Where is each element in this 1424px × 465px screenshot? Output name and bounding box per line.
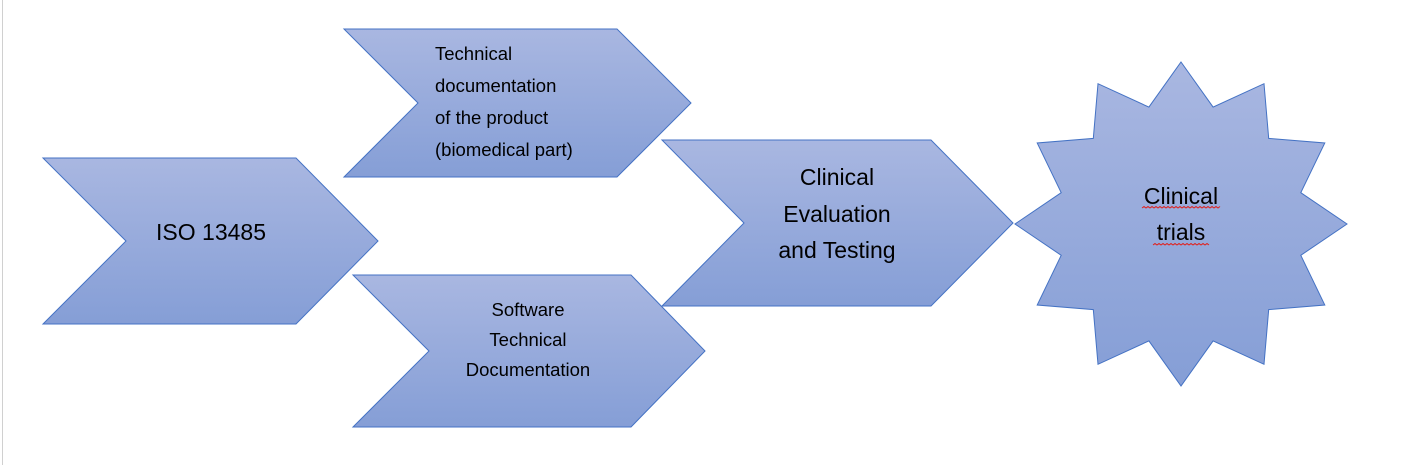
- tech-doc-line-1: Technical: [435, 43, 512, 64]
- clinical-evaluation-chevron[interactable]: Clinical Evaluation and Testing: [660, 139, 1014, 307]
- clinical-trials-star[interactable]: Clinical trials: [1014, 61, 1348, 387]
- clinical-trials-line-2: trials: [1157, 219, 1206, 245]
- clinical-eval-line-1: Clinical: [800, 164, 874, 190]
- tech-doc-line-2: documentation: [435, 75, 556, 96]
- software-doc-line-3: Documentation: [466, 359, 590, 380]
- tech-doc-line-3: of the product: [435, 107, 548, 128]
- spellcheck-underline: [1141, 205, 1221, 209]
- clinical-eval-line-2: Evaluation: [783, 201, 890, 227]
- clinical-eval-line-3: and Testing: [778, 237, 895, 263]
- software-documentation-chevron[interactable]: Software Technical Documentation: [351, 274, 706, 428]
- software-doc-line-2: Technical: [489, 329, 566, 350]
- technical-documentation-chevron[interactable]: Technical documentation of the product (…: [342, 28, 692, 178]
- page-edge-divider: [2, 0, 3, 465]
- iso-13485-chevron[interactable]: ISO 13485: [41, 157, 379, 325]
- spellcheck-underline: [1152, 242, 1210, 246]
- tech-doc-line-4: (biomedical part): [435, 139, 573, 160]
- iso-label: ISO 13485: [156, 219, 266, 245]
- software-doc-line-1: Software: [491, 299, 564, 320]
- clinical-trials-line-1: Clinical: [1144, 183, 1218, 209]
